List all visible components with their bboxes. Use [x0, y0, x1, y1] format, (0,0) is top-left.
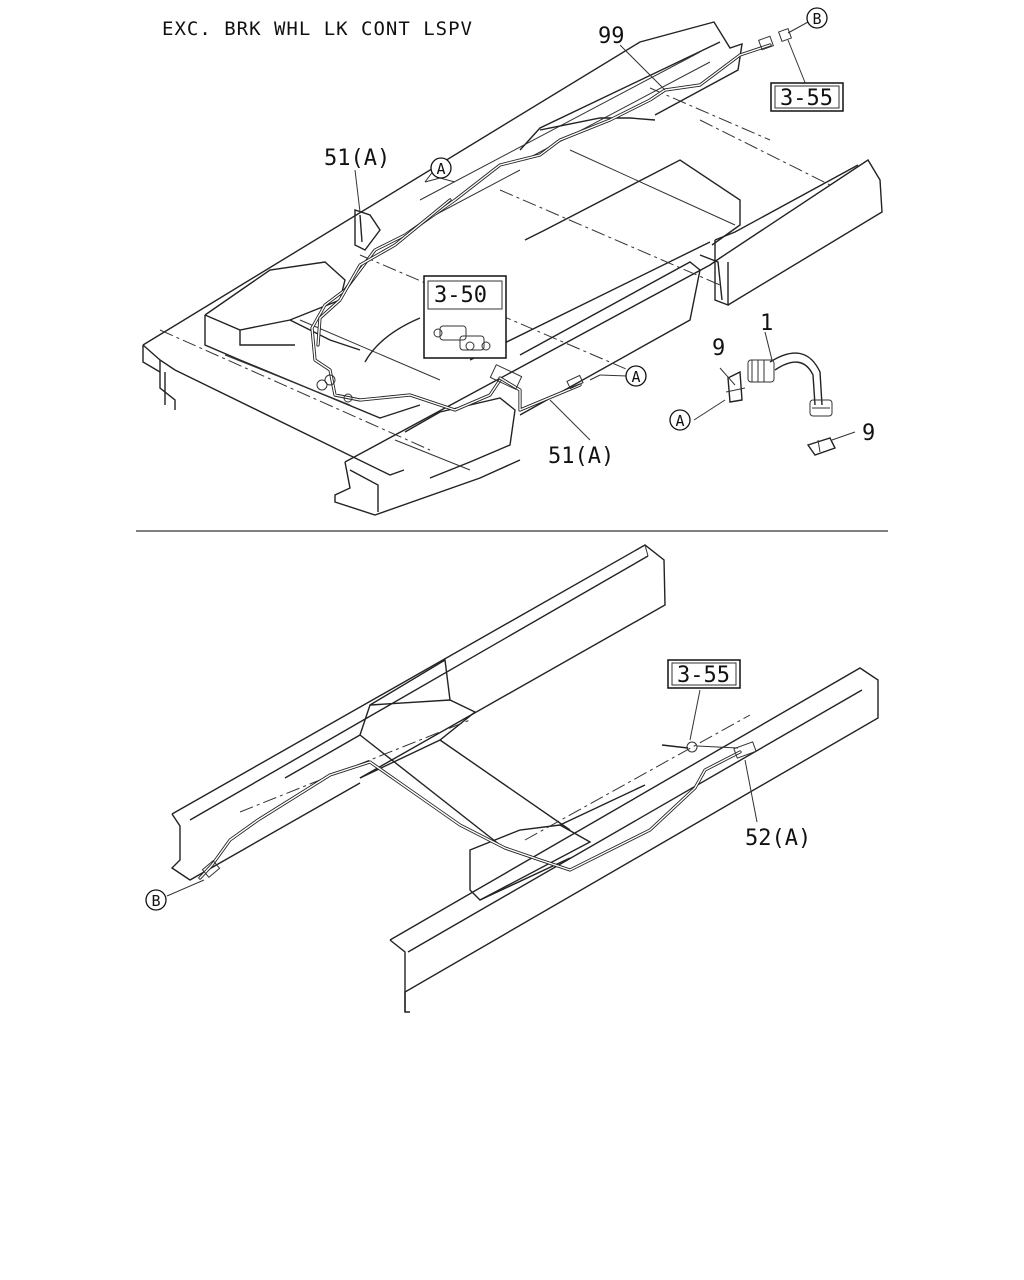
callout-9-right: 9 — [862, 421, 875, 446]
connector-a-right: A — [625, 365, 647, 387]
diagram-title: EXC. BRK WHL LK CONT LSPV — [162, 18, 473, 40]
svg-text:A: A — [436, 160, 445, 178]
hose-clip-9-left — [725, 370, 746, 403]
connector-b-top: B — [806, 7, 828, 29]
top-frame — [142, 21, 883, 516]
hose-clip-9-right — [806, 437, 836, 456]
svg-text:B: B — [151, 892, 160, 910]
bottom-frame — [170, 544, 879, 1013]
proportioning-valve-icon — [433, 325, 491, 351]
top-leader-lines — [354, 21, 856, 441]
callout-51a-bottom: 51(A) — [548, 444, 614, 469]
connector-b-bottom: B — [145, 889, 167, 911]
svg-text:3-55: 3-55 — [780, 86, 833, 111]
connector-a-clip: A — [669, 409, 691, 431]
ref-box-3-50: 3-50 — [423, 275, 507, 359]
callout-99: 99 — [598, 24, 625, 49]
bottom-leader-lines — [166, 689, 758, 897]
svg-text:A: A — [631, 368, 640, 386]
callout-9-left: 9 — [712, 336, 725, 361]
ref-box-3-55-bottom: 3-55 — [667, 659, 741, 689]
svg-text:3-55: 3-55 — [677, 663, 730, 688]
top-brake-pipes — [310, 27, 793, 412]
ref-box-3-55-top: 3-55 — [770, 82, 844, 112]
callout-1: 1 — [760, 311, 773, 336]
bottom-brake-pipe — [198, 741, 757, 880]
callout-52a: 52(A) — [745, 826, 811, 851]
svg-text:B: B — [812, 10, 821, 28]
callout-51a-top: 51(A) — [324, 146, 390, 171]
svg-text:A: A — [675, 412, 684, 430]
svg-text:3-50: 3-50 — [434, 283, 487, 308]
brake-hose-1 — [747, 352, 833, 417]
connector-a-top: A — [430, 157, 452, 179]
